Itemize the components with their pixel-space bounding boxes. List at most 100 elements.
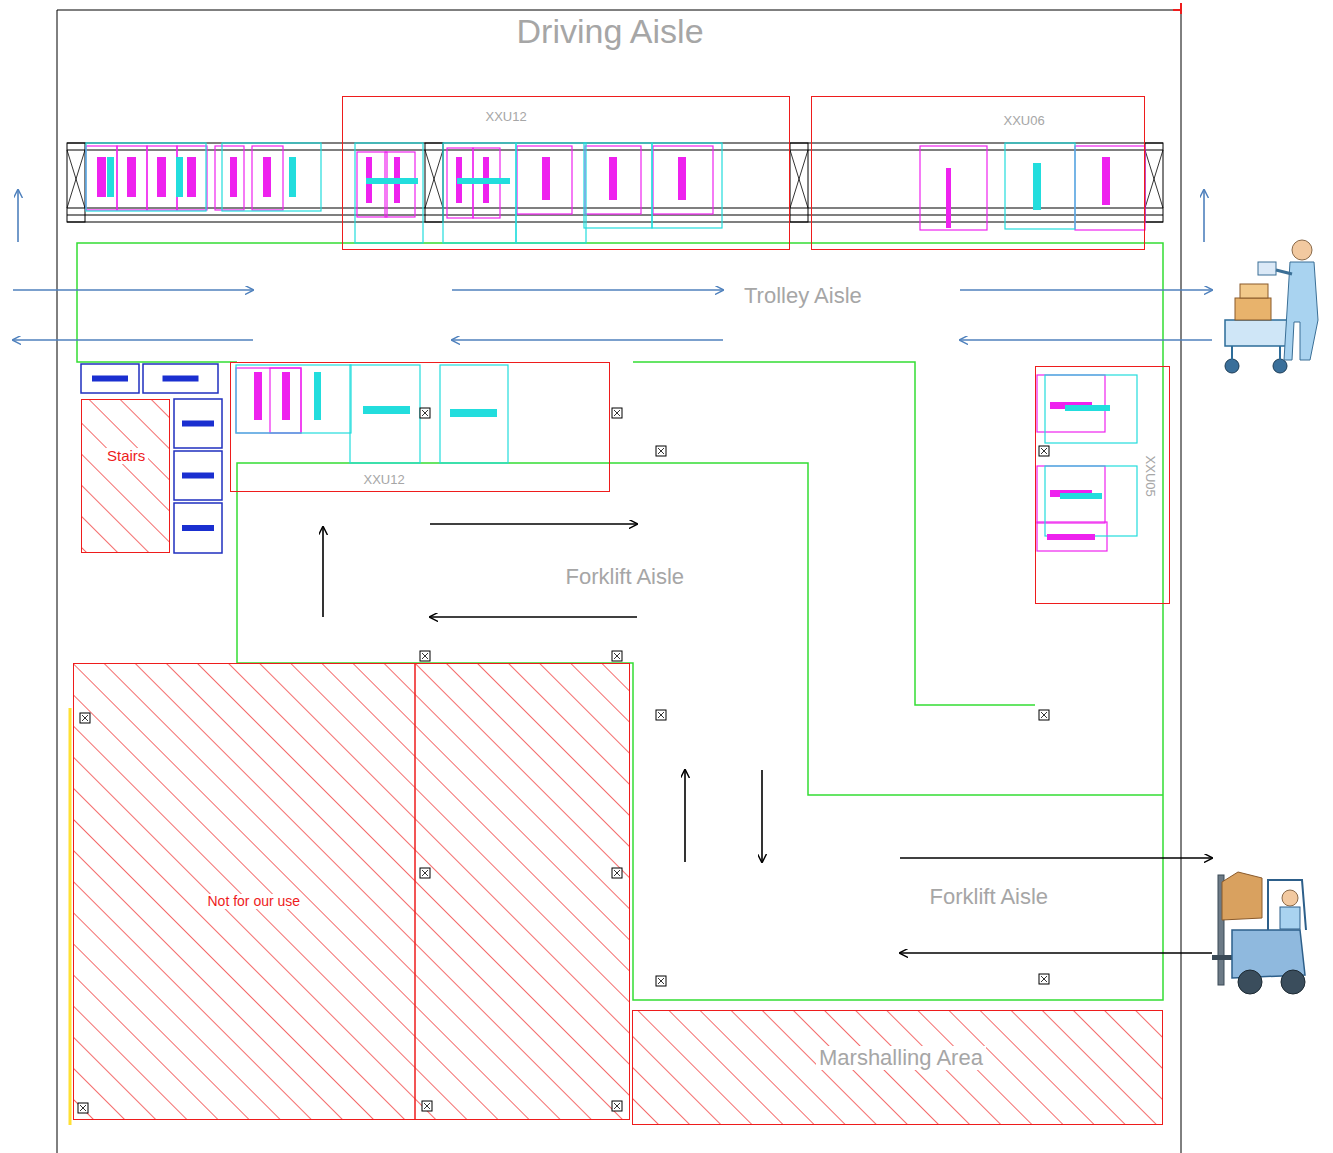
rack-brace (790, 150, 808, 208)
column-marker (656, 710, 666, 720)
column-marker (612, 868, 622, 878)
trolley-flow-arrow (17, 190, 19, 242)
pallet-bar (542, 157, 550, 200)
column-cross (424, 1103, 430, 1109)
pallet-bar (187, 157, 196, 197)
trolley-wheel (1273, 359, 1287, 373)
storage-box (174, 503, 222, 553)
column-marker (78, 1103, 88, 1113)
column-marker (656, 976, 666, 986)
rack-brace (67, 150, 85, 208)
pallet-bar (282, 372, 290, 420)
column-cross (80, 1105, 86, 1111)
pallet-outline (1037, 466, 1105, 523)
area-divider (414, 663, 416, 1120)
trolley-leg (1231, 346, 1233, 360)
storage-box (174, 451, 222, 500)
column-cross (1041, 976, 1047, 982)
rack-beam (67, 149, 1163, 150)
driver-body (1280, 907, 1300, 929)
pallet-outline (443, 143, 516, 243)
storage-box (143, 364, 218, 393)
forklift-load (1222, 872, 1262, 920)
pallet-outline (222, 143, 321, 211)
rack-brace (67, 150, 85, 208)
column-cross (614, 1103, 620, 1109)
pallet-bar (127, 157, 136, 197)
column-marker (656, 446, 666, 456)
pallet-outline (585, 146, 641, 214)
pallet-bar (450, 409, 497, 417)
pallet-outline (1075, 146, 1145, 230)
pallet-outline (1005, 143, 1075, 229)
aisle-label: Forklift Aisle (566, 565, 685, 589)
trolley-body (1225, 320, 1287, 346)
pallet-bar (107, 157, 114, 197)
pallet-bar (1033, 163, 1041, 210)
storage-bar (182, 473, 214, 479)
column-cross (422, 870, 428, 876)
pallet-bar (609, 157, 617, 200)
column-marker (1039, 710, 1049, 720)
column-marker (420, 651, 430, 661)
pallet-bar (289, 157, 296, 197)
outer-wall (57, 10, 58, 1153)
pallet-outline (357, 152, 387, 217)
column-cross (1041, 448, 1047, 454)
trolley-flow-arrow (13, 289, 253, 291)
column-cross (658, 712, 664, 718)
pallet-bar (678, 157, 686, 200)
zone-label: XXU06 (1004, 114, 1045, 128)
restricted-area: Not for our use (73, 663, 630, 1120)
zone-box: XXU06 (811, 96, 1145, 250)
column-cross (1041, 976, 1047, 982)
column-cross (658, 448, 664, 454)
column-cross (614, 653, 620, 659)
aisle-outline (77, 243, 1163, 1000)
pallet-outline (86, 143, 206, 211)
corner-mark (1173, 9, 1181, 11)
storage-box (81, 364, 139, 393)
trolley-leg (1279, 346, 1281, 360)
zone-label: XXU12 (486, 110, 527, 124)
forklift-flow-arrow (900, 857, 1212, 859)
pallet-outline (516, 143, 586, 243)
driver-head (1282, 890, 1298, 906)
column-marker (420, 408, 430, 418)
pallet-bar (1060, 493, 1102, 499)
pallet-bar (263, 157, 271, 197)
pallet-bar (1047, 534, 1095, 540)
rack-upright (790, 143, 808, 222)
rack-brace (425, 150, 443, 208)
column-cross (614, 870, 620, 876)
worker-body (1284, 262, 1318, 360)
column-cross (422, 870, 428, 876)
pallet-outline (355, 143, 423, 243)
trolley-flow-arrow (960, 289, 1212, 291)
pallet-outline (920, 146, 987, 230)
zone-label: Marshalling Area (816, 1046, 986, 1070)
corner-mark (1180, 3, 1182, 14)
trolley-flow-arrow (13, 339, 253, 341)
storage-bar (163, 376, 199, 382)
column-cross (1041, 712, 1047, 718)
pallet-outline (117, 146, 147, 210)
column-cross (1041, 712, 1047, 718)
column-marker (422, 1101, 432, 1111)
pallet-outline (385, 152, 415, 217)
column-marker (1039, 974, 1049, 984)
outer-wall (57, 10, 1181, 11)
rack-brace (790, 150, 808, 208)
pallet-outline (517, 146, 572, 214)
forklift-cage (1268, 880, 1306, 930)
pallet-outline (236, 368, 301, 433)
pallet-bar (366, 178, 418, 184)
column-marker (80, 713, 90, 723)
storage-bar (182, 421, 214, 427)
pallet-bar (1065, 405, 1110, 411)
rack-brace (1145, 150, 1163, 208)
zone-box: XXU12 (342, 96, 790, 250)
pallet-outline (215, 146, 244, 210)
yellow-line (69, 708, 72, 1125)
trolley-flow-arrow (452, 289, 723, 291)
